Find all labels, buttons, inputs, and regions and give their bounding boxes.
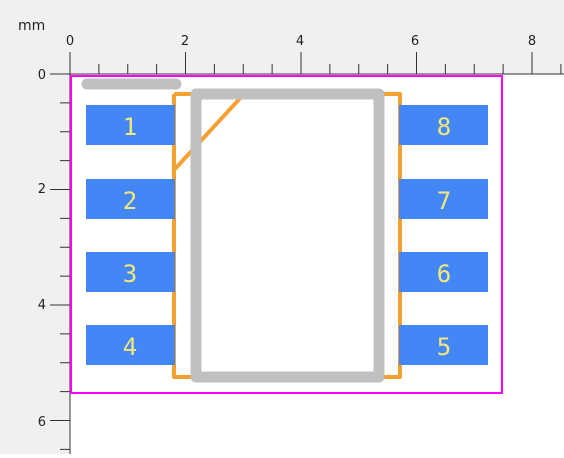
pad-6[interactable] xyxy=(399,252,488,292)
pad-7[interactable] xyxy=(399,179,488,219)
y-tick-label: 2 xyxy=(38,182,46,197)
x-tick-label: 0 xyxy=(66,34,74,49)
pad-3[interactable] xyxy=(86,252,175,292)
x-tick-label: 6 xyxy=(411,34,419,49)
y-tick-label: 4 xyxy=(38,298,46,313)
x-tick-label: 8 xyxy=(528,34,536,49)
pads-left xyxy=(86,105,175,365)
x-tick-label: 2 xyxy=(181,34,189,49)
x-tick-label: 4 xyxy=(296,34,304,49)
pad-4[interactable] xyxy=(86,325,175,365)
pad-label: 4 xyxy=(123,333,137,361)
courtyard-outline xyxy=(70,75,503,394)
ruler-labels-x: 0 2 4 6 8 xyxy=(66,34,536,49)
pad-label: 7 xyxy=(437,187,451,215)
pad-label: 8 xyxy=(437,113,451,141)
pad-label: 3 xyxy=(123,260,137,288)
ruler-left xyxy=(0,0,70,454)
ruler-labels-y: 0 2 4 6 xyxy=(38,68,46,430)
pad-1[interactable] xyxy=(86,105,175,145)
pad-label: 1 xyxy=(123,113,137,141)
pad-8[interactable] xyxy=(399,105,488,145)
pad-label: 2 xyxy=(123,187,137,215)
pads-right xyxy=(399,105,488,365)
pad-label: 5 xyxy=(437,333,451,361)
pad-2[interactable] xyxy=(86,179,175,219)
y-tick-label: 6 xyxy=(38,415,46,430)
pad-label: 6 xyxy=(437,260,451,288)
y-tick-label: 0 xyxy=(38,68,46,83)
ruler-top xyxy=(0,0,564,74)
silkscreen-body xyxy=(190,88,385,383)
pad-labels: 1 2 3 4 8 7 6 5 xyxy=(123,113,451,361)
pad-5[interactable] xyxy=(399,325,488,365)
unit-label: mm xyxy=(18,18,45,34)
